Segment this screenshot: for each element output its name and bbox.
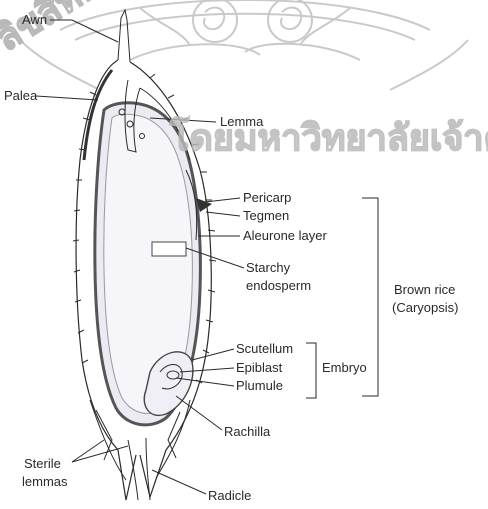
- watermark-text-left: ลิขสิทธิ์: [0, 0, 111, 60]
- label-rachilla: Rachilla: [224, 424, 271, 439]
- label-radicle: Radicle: [208, 488, 251, 503]
- label-starchy-endosperm-line2: endosperm: [246, 278, 311, 293]
- labels: Awn Palea Lemma Pericarp Tegmen Aleurone…: [4, 12, 458, 503]
- label-embryo: Embryo: [322, 360, 367, 375]
- label-aleurone-layer: Aleurone layer: [243, 228, 327, 243]
- label-pericarp: Pericarp: [243, 190, 291, 205]
- label-sterile-lemmas-line1: Sterile: [24, 456, 61, 471]
- watermark-text-right: โดยมหาวิทยาลัยเจ้าคุณ: [169, 116, 488, 161]
- label-sterile-lemmas-line2: lemmas: [22, 474, 68, 489]
- watermark-seal: [20, 0, 468, 90]
- label-plumule: Plumule: [236, 378, 283, 393]
- label-scutellum: Scutellum: [236, 341, 293, 356]
- label-starchy-endosperm-line1: Starchy: [246, 260, 291, 275]
- label-epiblast: Epiblast: [236, 360, 283, 375]
- label-tegmen: Tegmen: [243, 208, 289, 223]
- label-awn: Awn: [22, 12, 47, 27]
- label-brown-rice-line1: Brown rice: [394, 282, 455, 297]
- label-brown-rice-line2: (Caryopsis): [392, 300, 458, 315]
- label-palea: Palea: [4, 88, 38, 103]
